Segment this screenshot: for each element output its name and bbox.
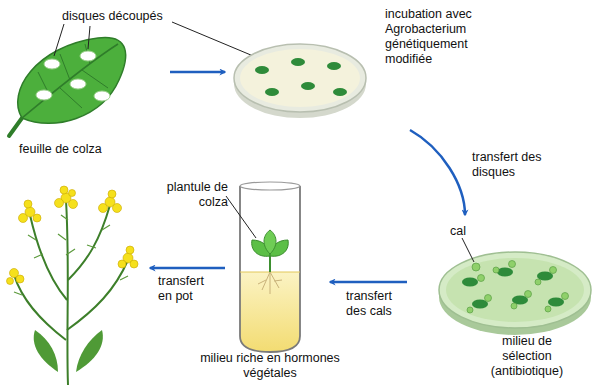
tube-stage: milieu riche en hormones végétales [237, 180, 303, 350]
leader-line [226, 196, 256, 238]
selection-dish [439, 252, 591, 335]
arrow-label: transfert en pot [158, 274, 218, 304]
petri-dish [234, 44, 366, 118]
part-label: cal [450, 224, 466, 239]
stage-label: milieu de sélection (antibiotique) [479, 334, 575, 379]
part-label: disques découpés [62, 9, 163, 24]
rapeseed-leaf [9, 38, 126, 136]
leader-line [462, 238, 474, 262]
arrow-label: transfert des disques [472, 150, 544, 180]
leaf-stage: feuille de colza [5, 30, 130, 135]
process-arrow [170, 71, 225, 74]
plant-stage [5, 180, 145, 385]
stage-label: feuille de colza [19, 142, 102, 157]
part-label: plantule de colza [158, 180, 228, 210]
arrow-label: transfert des cals [346, 289, 406, 319]
stage-label: milieu riche en hormones végétales [200, 351, 340, 381]
process-arrow [410, 130, 465, 215]
dish-stage: incubation avec Agrobacterium génétiquem… [232, 40, 368, 115]
test-tube [240, 182, 300, 352]
rapeseed-plant [7, 186, 139, 385]
process-arrow [150, 267, 225, 270]
stage-label: incubation avec Agrobacterium génétiquem… [385, 7, 487, 67]
leader-line [54, 22, 258, 58]
selection-stage: milieu de sélection (antibiotique) [437, 250, 593, 332]
process-arrow [330, 281, 407, 284]
